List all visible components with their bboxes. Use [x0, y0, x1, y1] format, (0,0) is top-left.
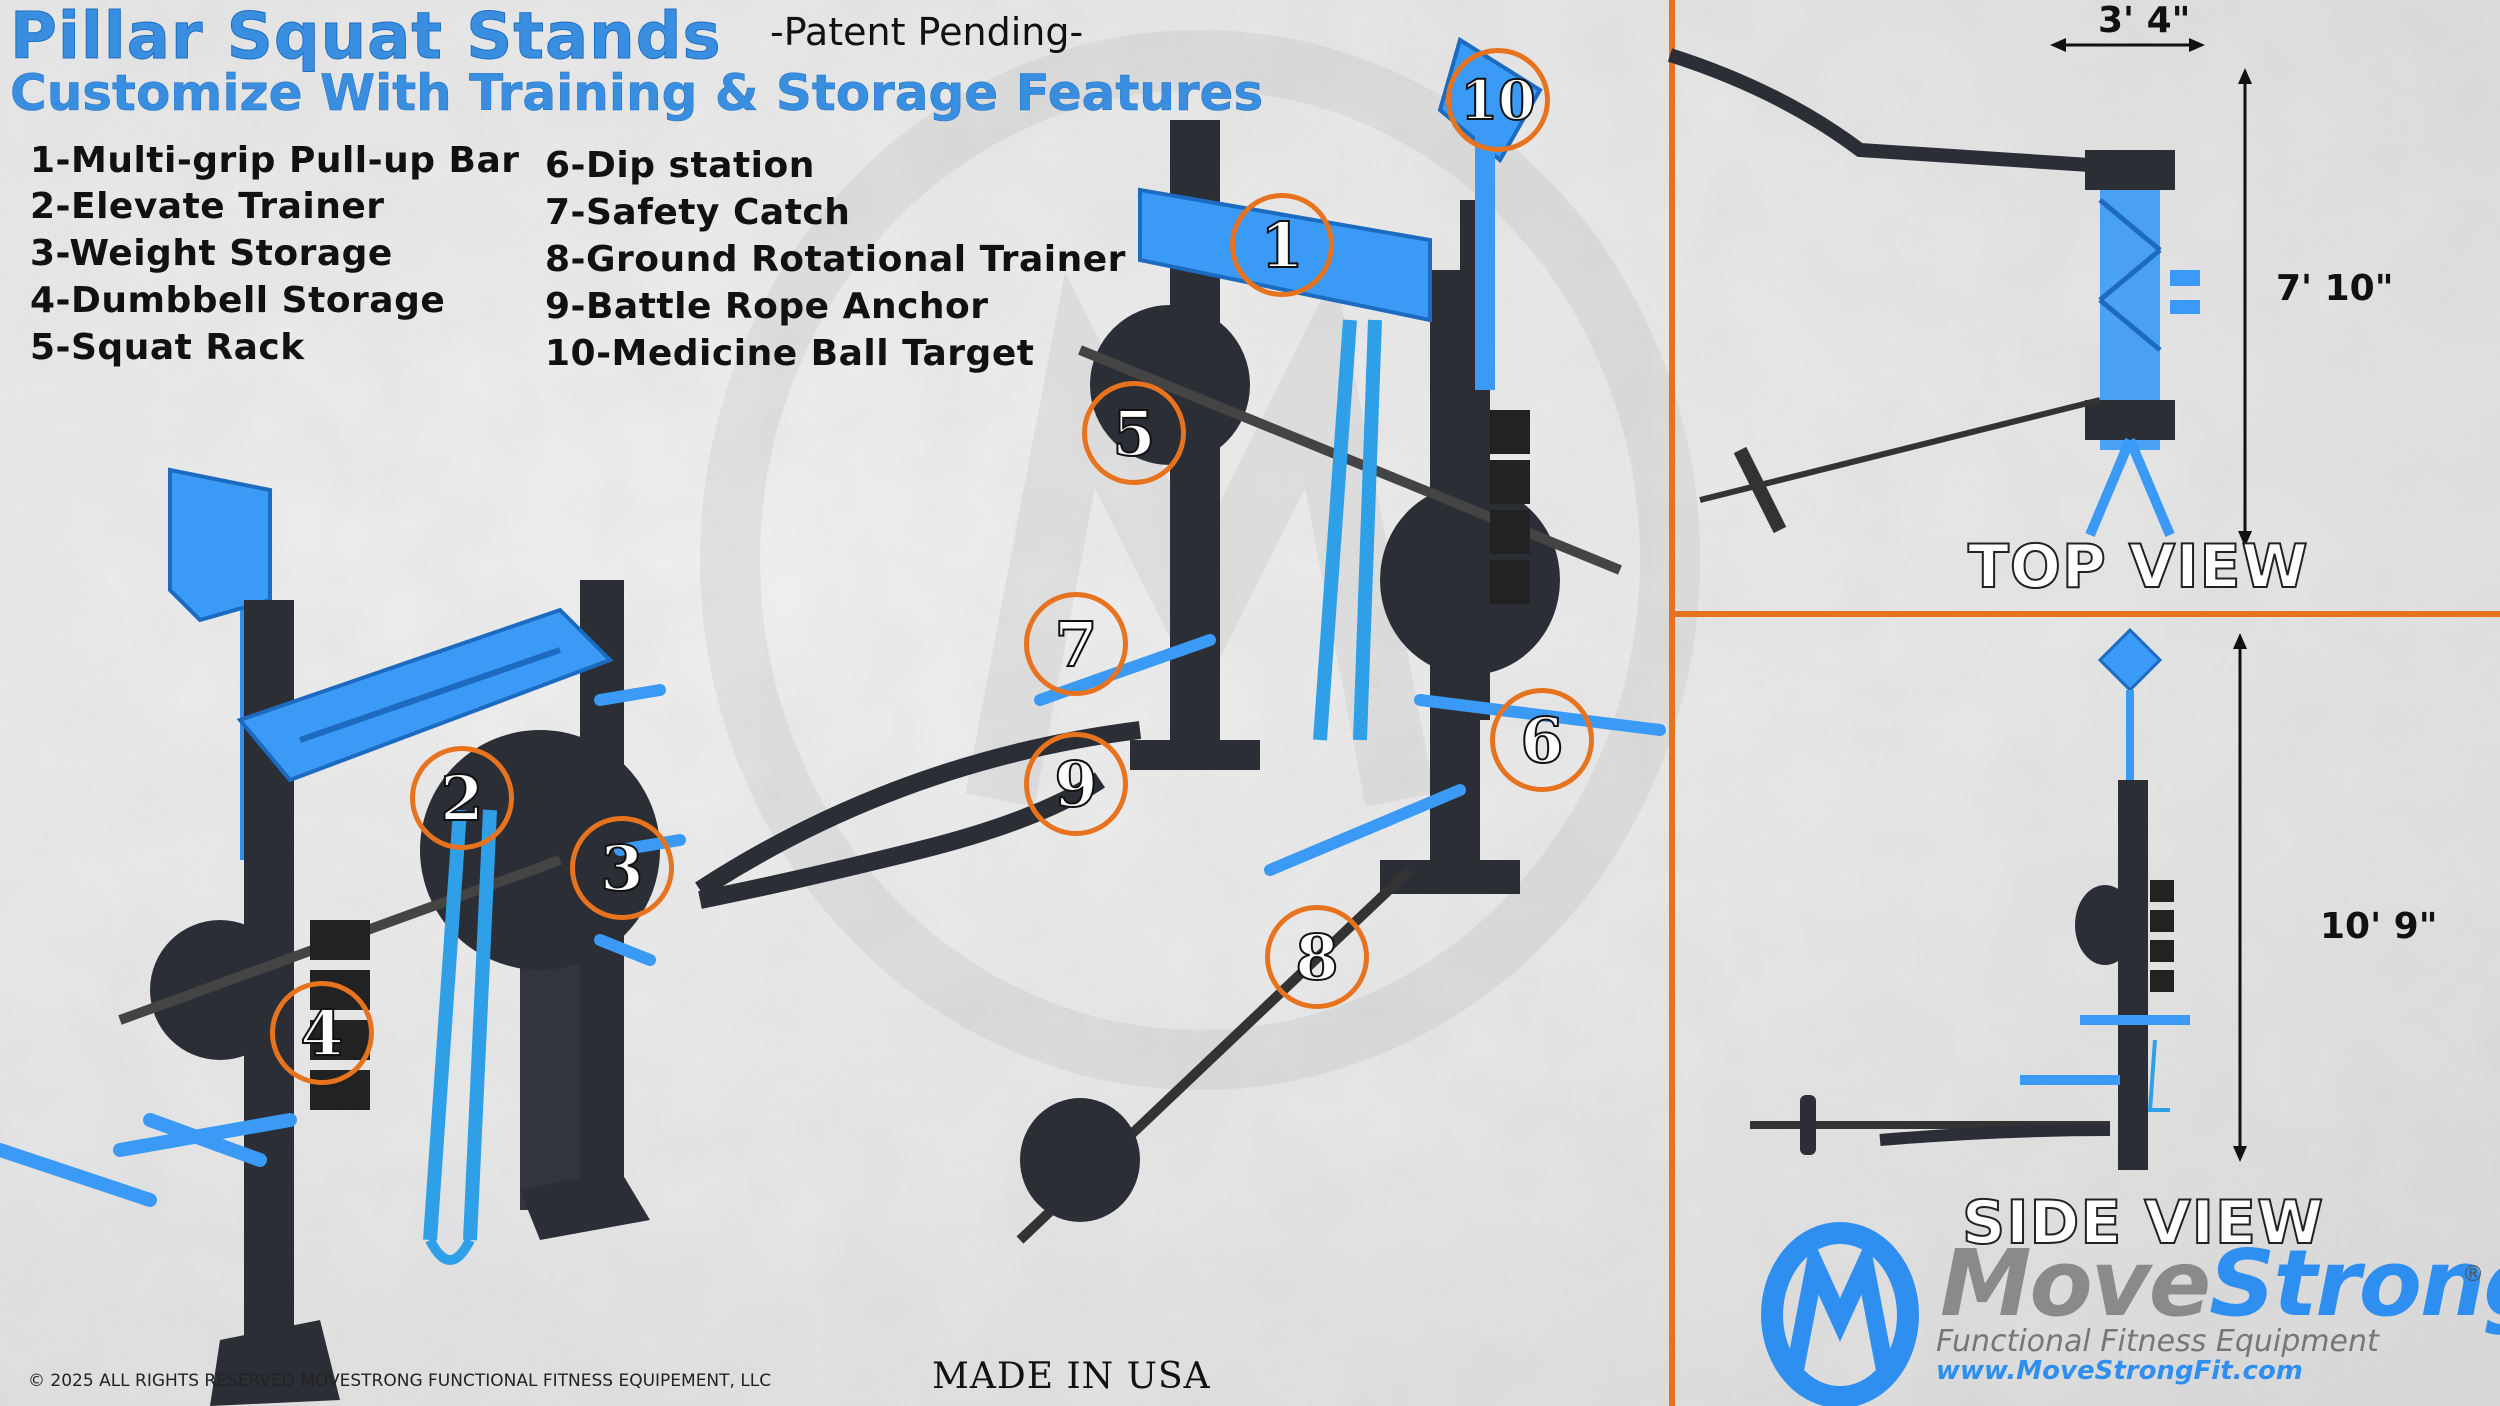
callout-2: 2: [410, 746, 514, 850]
feature-item: 7-Safety Catch: [545, 192, 851, 233]
top-view-width: 3' 4": [2098, 0, 2191, 41]
top-view-label: TOP VIEW: [1967, 531, 2309, 603]
callout-1: 1: [1230, 193, 1334, 297]
brand-url[interactable]: www.MoveStrongFit.com: [1936, 1356, 2303, 1386]
page-title: Pillar Squat Stands: [10, 0, 722, 75]
side-view-drawing: [1750, 627, 2247, 1170]
callout-7: 7: [1024, 592, 1128, 696]
patent-note: -Patent Pending-: [770, 10, 1084, 54]
callout-3: 3: [570, 816, 674, 920]
feature-item: 2-Elevate Trainer: [30, 186, 385, 227]
movestrong-logo-mark: [1761, 1222, 1919, 1406]
registered-mark: ®: [2462, 1262, 2484, 1287]
horizontal-divider: [1675, 611, 2500, 617]
callout-6: 6: [1490, 688, 1594, 792]
top-view-drawing: [1667, 38, 2252, 547]
feature-item: 10-Medicine Ball Target: [545, 333, 1035, 374]
copyright-notice: © 2025 ALL RIGHTS RESERVED MOVESTRONG FU…: [28, 1371, 772, 1391]
brand-name: MoveStrong: [1940, 1230, 2500, 1337]
callout-5: 5: [1082, 381, 1186, 485]
feature-item: 4-Dumbbell Storage: [30, 280, 446, 321]
brand-name-part2: Strong: [2209, 1230, 2500, 1337]
feature-item: 8-Ground Rotational Trainer: [545, 239, 1126, 280]
page-subtitle: Customize With Training & Storage Featur…: [10, 64, 1264, 123]
callout-4: 4: [270, 981, 374, 1085]
feature-item: 5-Squat Rack: [30, 327, 305, 368]
brand-tagline: Functional Fitness Equipment: [1936, 1324, 2379, 1359]
callout-8: 8: [1265, 905, 1369, 1009]
side-view-height: 10' 9": [2320, 906, 2438, 947]
brand-name-part1: Move: [1940, 1230, 2211, 1337]
callout-10: 10: [1446, 48, 1550, 152]
callout-9: 9: [1024, 732, 1128, 836]
feature-item: 1-Multi-grip Pull-up Bar: [30, 140, 520, 181]
vertical-divider: [1669, 0, 1675, 1406]
made-in-usa: MADE IN USA: [932, 1356, 1211, 1397]
top-view-depth: 7' 10": [2276, 268, 2394, 309]
left-rig: [0, 467, 1105, 1406]
feature-item: 9-Battle Rope Anchor: [545, 286, 989, 327]
side-view-label: SIDE VIEW: [1961, 1187, 2325, 1259]
feature-item: 6-Dip station: [545, 145, 815, 186]
feature-item: 3-Weight Storage: [30, 233, 393, 274]
